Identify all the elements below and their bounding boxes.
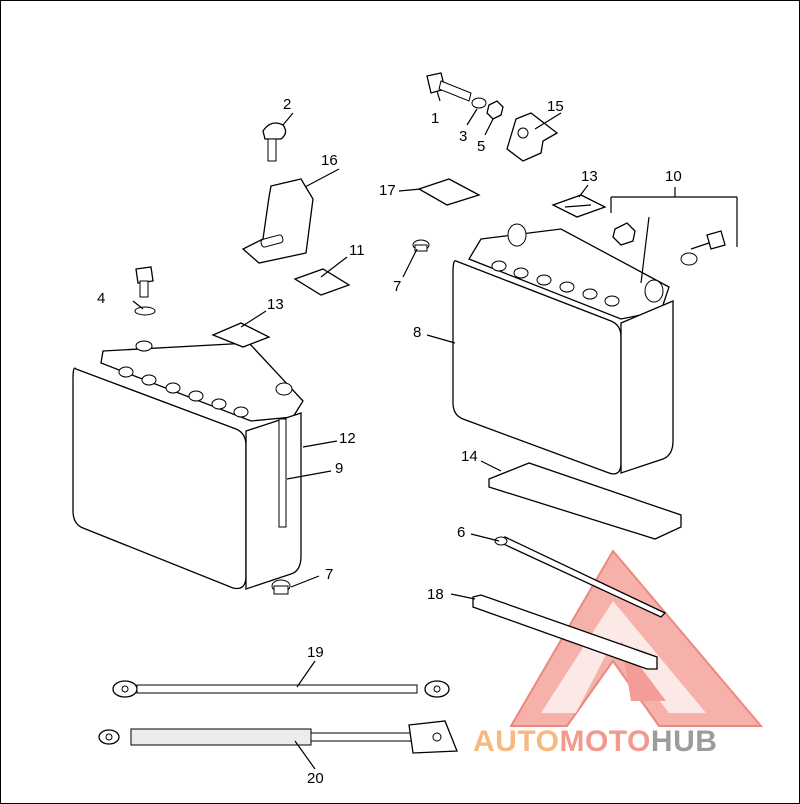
cable-20 xyxy=(98,720,458,754)
callout-7-lower: 7 xyxy=(325,566,333,583)
callout-4: 4 xyxy=(97,290,105,307)
callout-15: 15 xyxy=(547,98,564,115)
pad-14 xyxy=(488,462,682,540)
washer-3 xyxy=(471,97,487,109)
bolt-4 xyxy=(134,266,156,316)
callout-12: 12 xyxy=(339,430,356,447)
callout-17: 17 xyxy=(379,182,396,199)
strap-6 xyxy=(494,536,667,618)
callout-11: 11 xyxy=(349,242,365,259)
callout-2: 2 xyxy=(283,96,291,113)
watermark-text: AUTOMOTOHUB xyxy=(473,725,717,759)
label-13-right xyxy=(551,194,607,218)
callout-14: 14 xyxy=(461,448,478,465)
battery-left xyxy=(72,340,304,595)
callout-10: 10 xyxy=(665,168,682,185)
bracket-16 xyxy=(241,178,314,264)
callout-13-right: 13 xyxy=(581,168,598,185)
rod-18 xyxy=(472,594,658,670)
callout-16: 16 xyxy=(321,152,338,169)
callout-7-upper: 7 xyxy=(393,278,401,295)
callout-6: 6 xyxy=(457,524,465,541)
callout-1: 1 xyxy=(431,110,439,127)
watermark-logo xyxy=(509,549,764,727)
callout-8: 8 xyxy=(413,324,421,341)
nut-5 xyxy=(486,100,504,120)
callout-5: 5 xyxy=(477,138,485,155)
clamp-7-upper xyxy=(412,239,430,252)
watermark-hub: HUB xyxy=(650,725,718,758)
callout-19: 19 xyxy=(307,644,324,661)
callout-18: 18 xyxy=(427,586,444,603)
callout-20: 20 xyxy=(307,770,324,787)
watermark-auto: AUTO xyxy=(473,725,560,758)
callout-13-left: 13 xyxy=(267,296,284,313)
bolt-2 xyxy=(262,122,287,162)
pad-11 xyxy=(293,268,351,296)
battery-right xyxy=(452,223,674,475)
label-13-left xyxy=(211,322,271,348)
callout-9: 9 xyxy=(335,460,343,477)
callout-3: 3 xyxy=(459,128,467,145)
cable-19 xyxy=(112,680,450,698)
leader-lines xyxy=(132,90,738,770)
bracket-15 xyxy=(506,112,559,162)
bolt-1 xyxy=(426,72,472,102)
pad-17 xyxy=(417,178,481,206)
callout-labels: 1 2 3 4 5 6 7 7 8 9 10 11 12 13 13 14 15… xyxy=(97,96,682,787)
watermark-moto: MOTO xyxy=(559,725,651,758)
hardware-10 xyxy=(612,222,726,266)
